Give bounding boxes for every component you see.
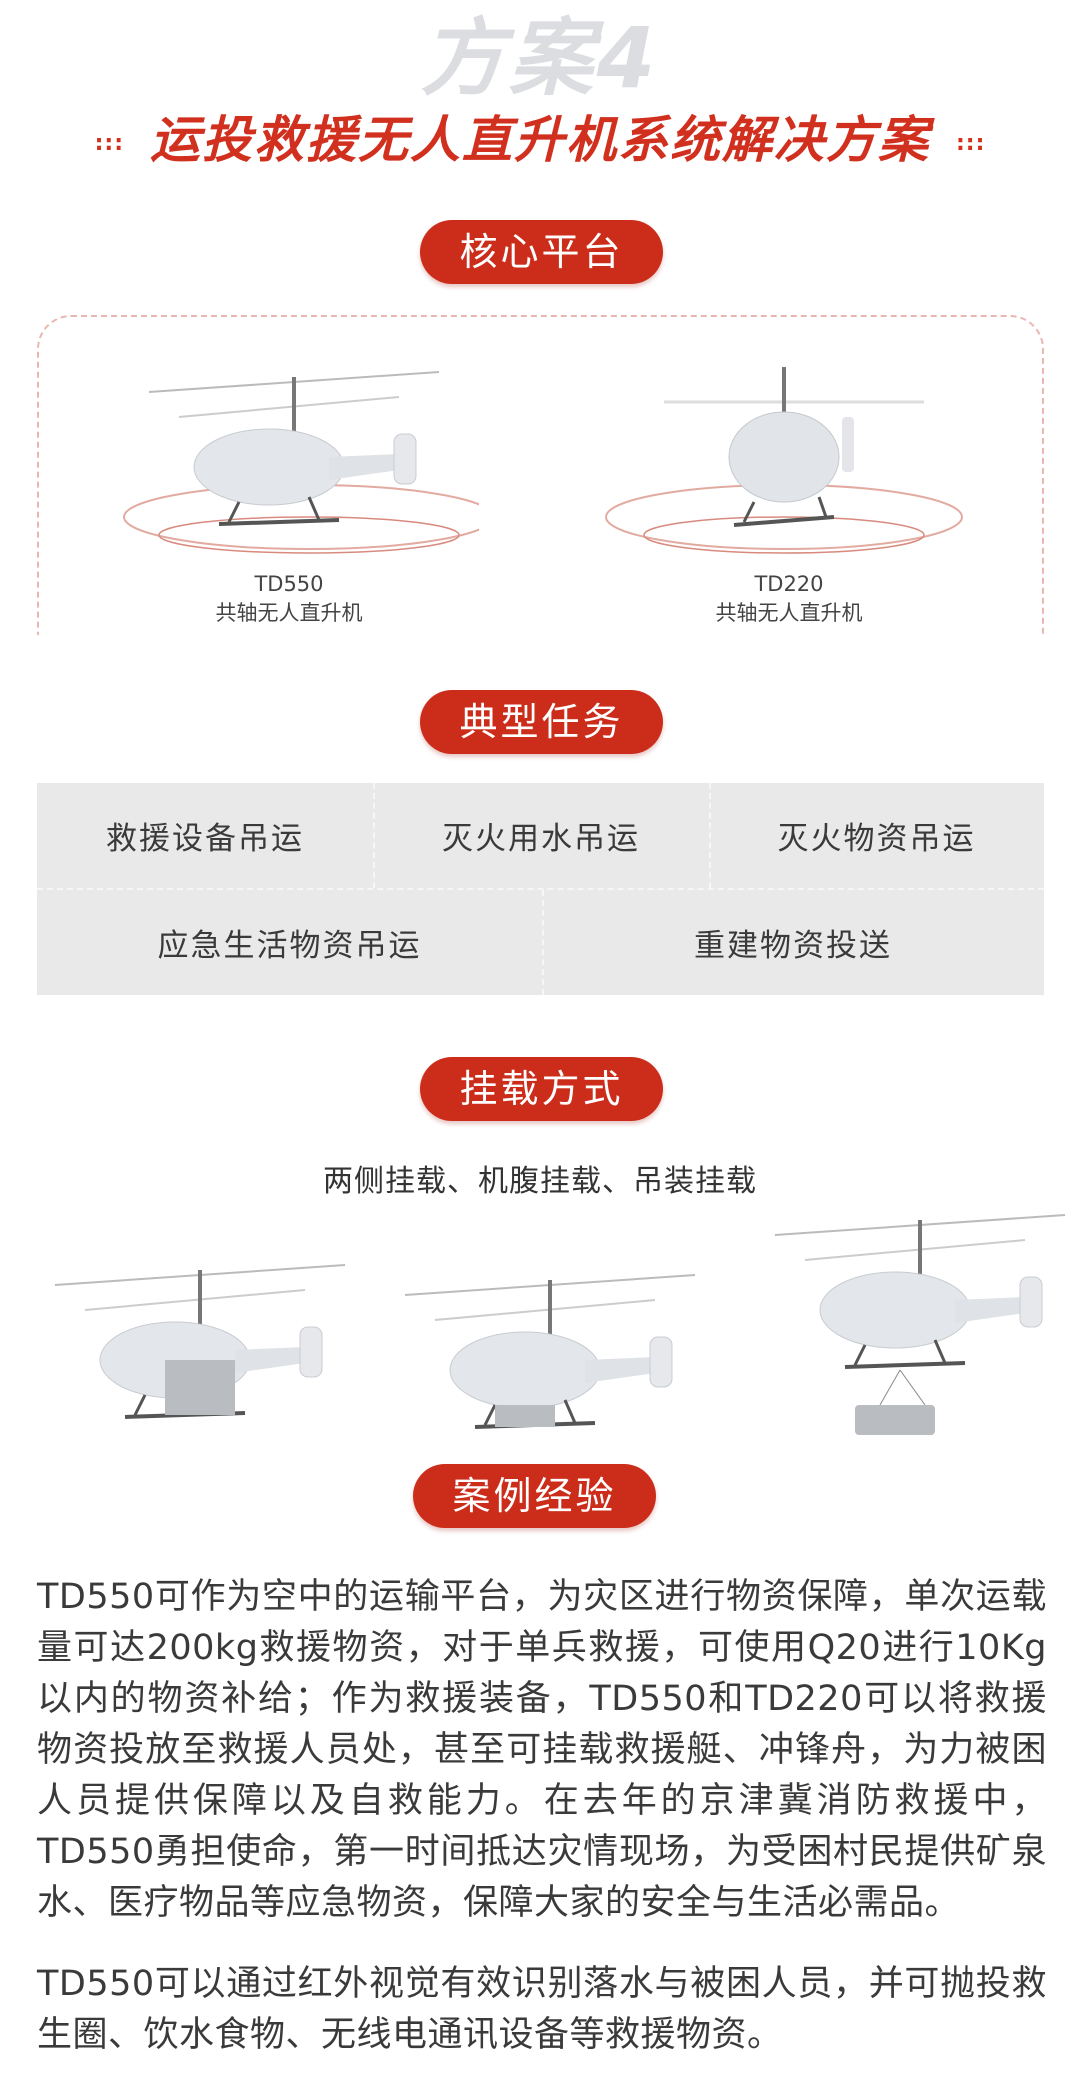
grid-divider: [37, 888, 1044, 890]
platform-card: TD550 共轴无人直升机 TD220 共轴无人直升机: [37, 315, 1044, 635]
belly-mount-helicopter-image: [395, 1265, 705, 1449]
mission-cell: 应急生活物资吊运: [157, 928, 422, 964]
section-pill-platform: 核心平台: [420, 220, 663, 284]
platform-model: TD220: [754, 572, 824, 596]
mission-cell: 救援设备吊运: [106, 821, 304, 857]
decor-dots-right: :::: [956, 130, 986, 156]
mission-cell: 灭火用水吊运: [442, 821, 640, 857]
platform-model: TD550: [254, 572, 324, 596]
section-pill-mounting: 挂载方式: [420, 1057, 663, 1121]
td220-helicopter-image: [604, 357, 964, 561]
case-paragraph: TD550可作为空中的运输平台，为灾区进行物资保障，单次运载量可达200kg救援…: [37, 1577, 1047, 1923]
section-pill-cases: 案例经验: [413, 1464, 656, 1528]
case-text: TD550可作为空中的运输平台，为灾区进行物资保障，单次运载量可达200kg救援…: [37, 1572, 1047, 2061]
platform-type: 共轴无人直升机: [715, 601, 863, 625]
page-title: :::运投救援无人直升机系统解决方案:::: [0, 110, 1080, 170]
grid-divider: [373, 783, 375, 888]
case-paragraph: TD550可以通过红外视觉有效识别落水与被困人员，并可抛投救生圈、饮水食物、无线…: [37, 1964, 1047, 2055]
page-title-text: 运投救援无人直升机系统解决方案: [150, 111, 930, 169]
mounting-subtitle: 两侧挂载、机腹挂载、吊装挂载: [323, 1164, 757, 1199]
section-pill-missions: 典型任务: [420, 690, 663, 754]
td550-helicopter-image: [119, 357, 495, 561]
mission-grid: 救援设备吊运 灭火用水吊运 灭火物资吊运 应急生活物资吊运 重建物资投送: [37, 783, 1044, 995]
mission-cell: 重建物资投送: [694, 928, 892, 964]
sling-mount-helicopter-image: [765, 1205, 1075, 1449]
grid-divider: [709, 783, 711, 888]
plan-watermark: 方案4: [420, 9, 660, 107]
platform-caption-td550: TD550 共轴无人直升机: [139, 570, 439, 628]
platform-type: 共轴无人直升机: [215, 601, 363, 625]
side-mount-helicopter-image: [45, 1255, 355, 1439]
grid-divider: [542, 890, 544, 995]
mission-cell: 灭火物资吊运: [777, 821, 976, 857]
decor-dots-left: :::: [94, 130, 124, 156]
platform-caption-td220: TD220 共轴无人直升机: [639, 570, 939, 628]
